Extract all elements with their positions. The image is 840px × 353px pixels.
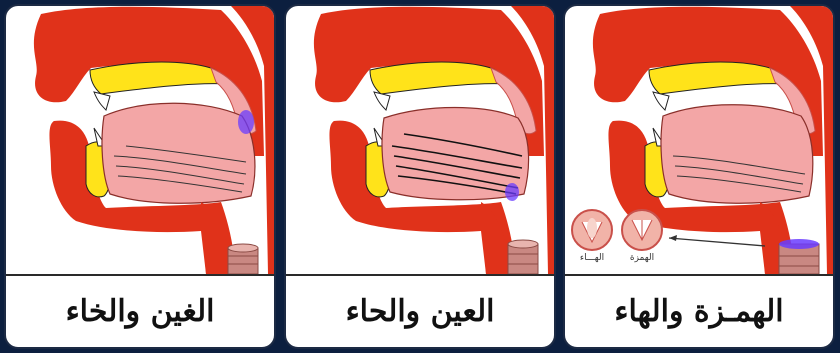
mouth-diagram: الهـــاء الهمزة	[565, 6, 833, 274]
panel-ain-haa: العين والحاء	[284, 4, 556, 349]
divider	[565, 274, 833, 276]
panel-ghain-khaa: الغين والخاء	[4, 4, 276, 349]
glottis-inset-haa	[572, 210, 612, 250]
inset-label-hamza: الهمزة	[630, 253, 654, 263]
caption-hamza-haa: الهمـزة والهاء	[565, 278, 833, 344]
mouth-diagram	[286, 6, 554, 274]
upper-tooth	[653, 92, 669, 110]
upper-tooth	[374, 92, 390, 110]
hard-palate	[370, 62, 508, 94]
articulation-point-highlight	[238, 110, 254, 134]
trachea	[228, 244, 258, 274]
panel-hamza-haa: الهـــاء الهمزة الهمـزة والهاء	[563, 4, 835, 349]
tongue	[661, 105, 813, 204]
glottis-inset-hamza	[622, 210, 662, 250]
trachea	[508, 240, 538, 274]
caption-ain-haa: العين والحاء	[286, 278, 554, 344]
hard-palate	[649, 62, 787, 94]
trachea	[779, 239, 819, 274]
articulation-point-highlight	[505, 183, 519, 201]
hard-palate	[90, 62, 228, 94]
mouth-diagram	[6, 6, 274, 274]
divider	[286, 274, 554, 276]
pointer-arrow	[669, 235, 765, 246]
caption-ghain-khaa: الغين والخاء	[6, 278, 274, 344]
tongue	[102, 103, 255, 203]
divider	[6, 274, 274, 276]
upper-tooth	[94, 92, 110, 110]
inset-label-haa: الهـــاء	[580, 253, 604, 263]
